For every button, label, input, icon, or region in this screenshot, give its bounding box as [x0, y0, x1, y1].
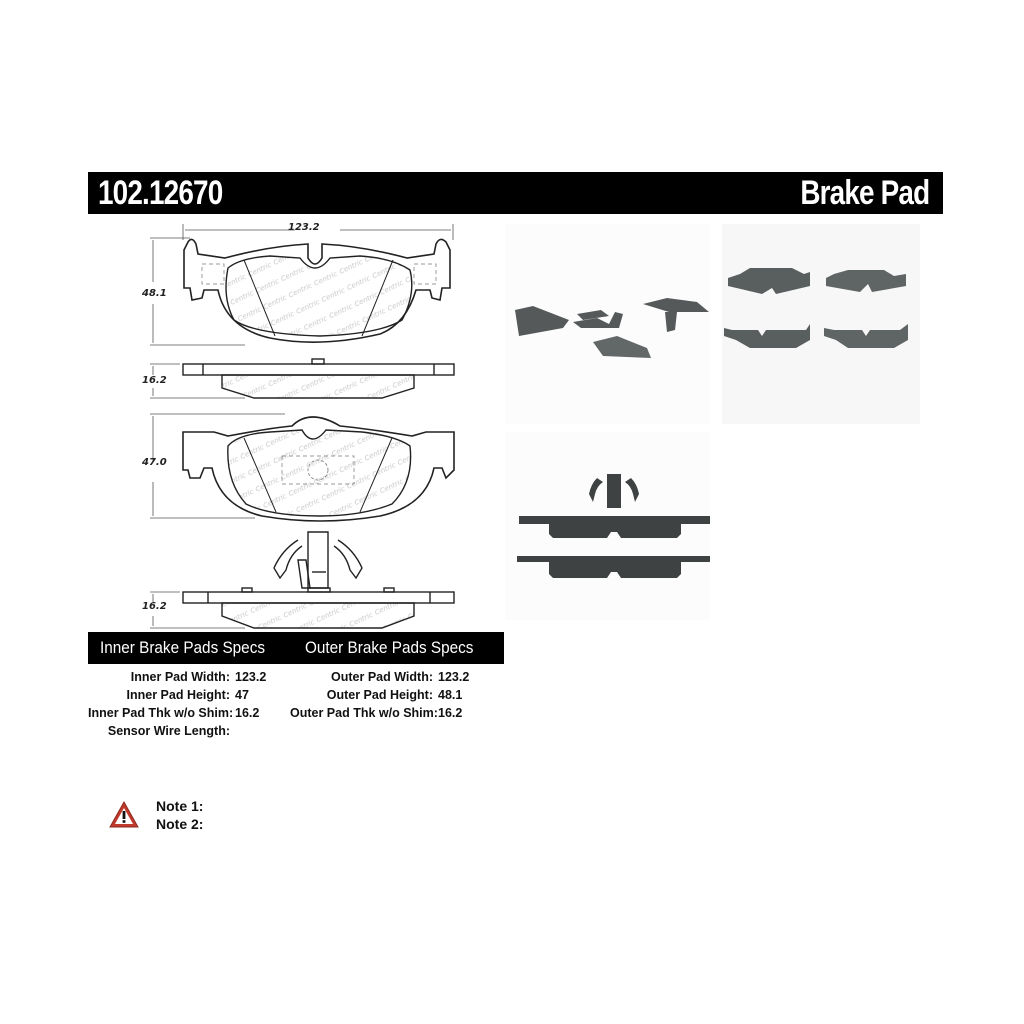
- spec-label: Inner Pad Width:: [130, 670, 230, 684]
- spec-value: 47: [235, 688, 249, 702]
- spec-label: Outer Pad Thk w/o Shim:: [290, 706, 438, 720]
- title-bar: 102.12670 Brake Pad: [88, 172, 943, 214]
- inner-height-dim: 47.0: [142, 457, 167, 468]
- spec-row-outer-height: Outer Pad Height: 48.1: [290, 686, 469, 704]
- inner-pad-side: [150, 587, 455, 629]
- warning-triangle-icon: [109, 800, 139, 828]
- spec-value: [230, 722, 235, 740]
- outer-pad-side: [150, 358, 455, 399]
- spec-label: Inner Pad Height:: [126, 688, 230, 702]
- inner-specs-list: Inner Pad Width: 123.2 Inner Pad Height:…: [88, 668, 266, 740]
- spec-row-inner-width: Inner Pad Width: 123.2: [88, 668, 266, 686]
- product-type: Brake Pad: [799, 174, 930, 212]
- photo-face-set: [722, 224, 920, 424]
- spec-row-inner-thickness: Inner Pad Thk w/o Shim: 16.2: [88, 704, 266, 722]
- technical-drawing: Centric: [130, 220, 480, 630]
- outer-thickness-dim: 16.2: [142, 375, 167, 386]
- spec-row-outer-width: Outer Pad Width: 123.2: [290, 668, 469, 686]
- specs-header: Inner Brake Pads Specs Outer Brake Pads …: [88, 632, 504, 664]
- brake-pad-photo-icon: [515, 298, 709, 358]
- note-1: Note 1:: [156, 798, 204, 814]
- outer-width-dim: 123.2: [288, 222, 320, 233]
- brake-pad-photo-icon: [724, 268, 908, 348]
- outer-specs-list: Outer Pad Width: 123.2 Outer Pad Height:…: [290, 668, 469, 722]
- photo-angled-set: [505, 224, 710, 424]
- inner-specs-title: Inner Brake Pads Specs: [100, 638, 265, 657]
- photo-side-profile: [505, 432, 715, 620]
- outer-pad-face: [150, 224, 454, 346]
- outer-height-dim: 48.1: [142, 288, 167, 299]
- spec-value: 16.2: [235, 706, 260, 720]
- abutment-clip: [273, 531, 363, 589]
- outer-specs-title: Outer Brake Pads Specs: [305, 638, 474, 657]
- spec-label: Inner Pad Thk w/o Shim:: [88, 706, 234, 720]
- spec-label: Sensor Wire Length:: [107, 724, 230, 738]
- inner-thickness-dim: 16.2: [142, 601, 167, 612]
- brake-pad-photo-icon: [517, 474, 715, 578]
- pad-drawing-svg: Centric: [150, 224, 455, 629]
- spec-value: 123.2: [235, 670, 267, 684]
- part-number: 102.12670: [98, 174, 223, 212]
- spec-label: Outer Pad Height:: [326, 688, 433, 702]
- spec-value: 48.1: [438, 688, 463, 702]
- spec-value: 123.2: [438, 670, 470, 684]
- spec-value: 16.2: [438, 706, 463, 720]
- spec-label: Outer Pad Width:: [331, 670, 433, 684]
- spec-row-inner-height: Inner Pad Height: 47: [88, 686, 266, 704]
- spec-row-outer-thickness: Outer Pad Thk w/o Shim: 16.2: [290, 704, 469, 722]
- spec-row-sensor-wire: Sensor Wire Length:: [88, 722, 266, 740]
- inner-pad-face: [150, 413, 455, 522]
- note-2: Note 2:: [156, 816, 204, 832]
